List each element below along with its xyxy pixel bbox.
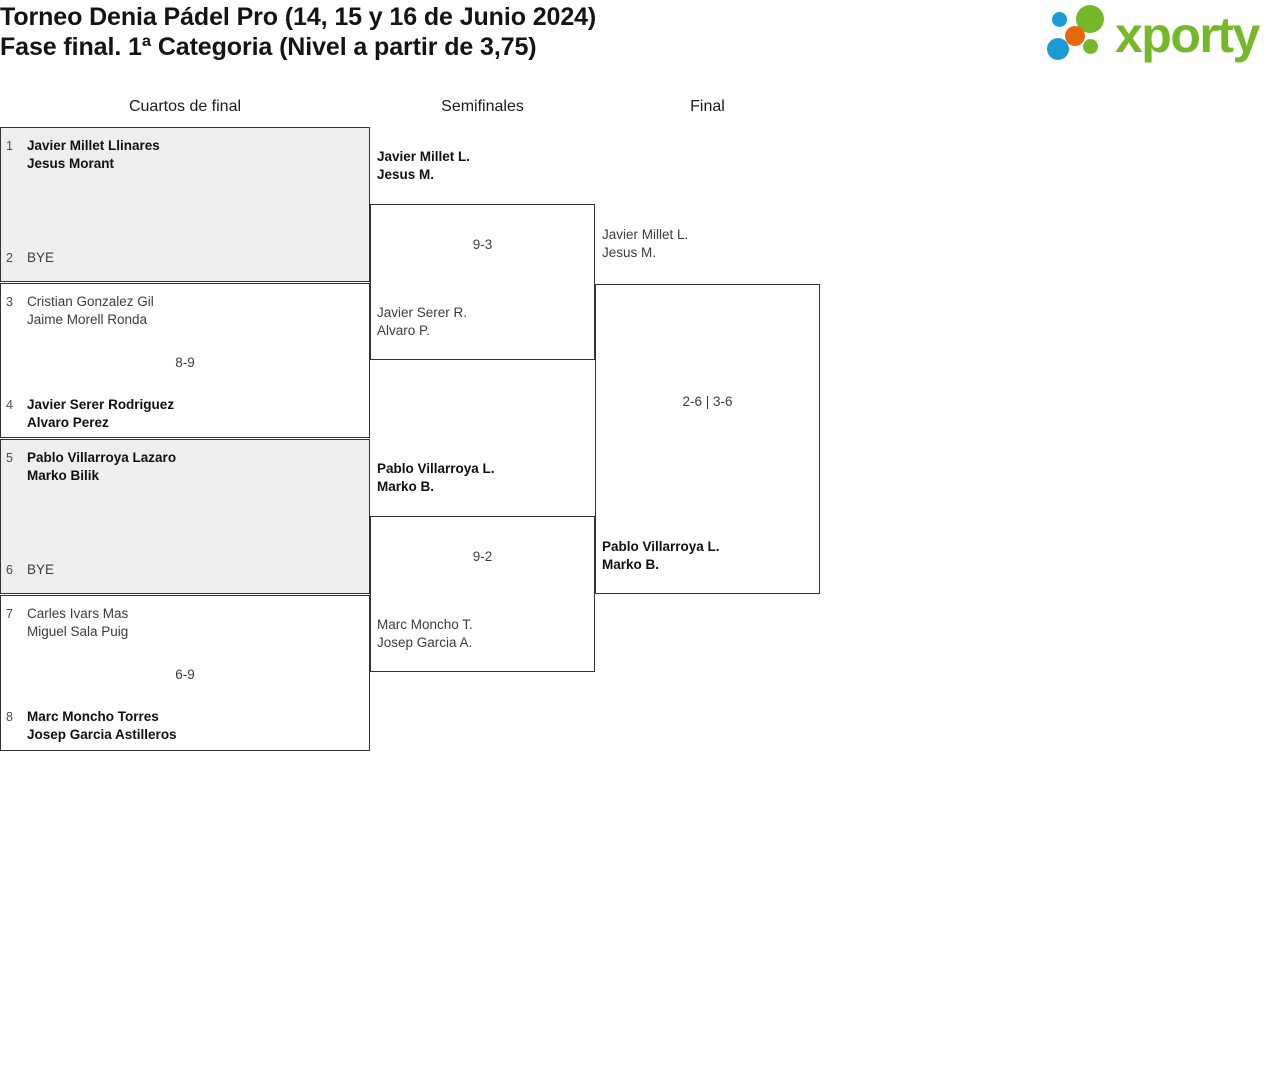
match-quarterfinal-3[interactable]: 5 Pablo Villarroya Lazaro Marko Bilik 6 … xyxy=(0,439,370,594)
player-name: Josep Garcia Astilleros xyxy=(27,727,177,742)
match-score: 9-3 xyxy=(472,237,493,252)
player-name: Javier Millet L. xyxy=(602,227,689,242)
player-name: Marc Moncho T. xyxy=(377,617,473,632)
player-name: Alvaro P. xyxy=(377,323,431,338)
player-name: Pablo Villarroya L. xyxy=(377,461,495,476)
seed-number: 7 xyxy=(6,607,13,621)
logo-dot-blue-small xyxy=(1052,12,1067,27)
round-header-final: Final xyxy=(690,98,725,115)
round-header-semifinals: Semifinales xyxy=(441,98,524,115)
match-quarterfinal-4[interactable]: 7 Carles Ivars Mas Miguel Sala Puig 6-9 … xyxy=(0,595,370,751)
match-score: 6-9 xyxy=(175,667,195,682)
player-name: Marko B. xyxy=(377,479,435,494)
match-team-top: 3 Cristian Gonzalez Gil Jaime Morell Ron… xyxy=(1,293,369,329)
match-team-top: 7 Carles Ivars Mas Miguel Sala Puig xyxy=(1,605,369,641)
match-team-top: 1 Javier Millet Llinares Jesus Morant xyxy=(1,137,369,173)
match-team-bottom: 6 BYE xyxy=(1,561,369,579)
final-team-top: Javier Millet L. Jesus M. xyxy=(602,226,688,262)
xporty-logo[interactable]: xporty xyxy=(1045,4,1275,66)
player-name: Carles Ivars Mas xyxy=(27,606,129,621)
match-score: 2-6 | 3-6 xyxy=(682,394,733,409)
match-quarterfinal-1[interactable]: 1 Javier Millet Llinares Jesus Morant 2 … xyxy=(0,127,370,282)
page-header: Torneo Denia Pádel Pro (14, 15 y 16 de J… xyxy=(0,0,1280,90)
player-name: Marko B. xyxy=(602,557,660,572)
semifinal-1-team-bottom: Javier Serer R. Alvaro P. xyxy=(377,304,467,340)
seed-number: 8 xyxy=(6,710,13,724)
final-team-bottom: Pablo Villarroya L. Marko B. xyxy=(602,538,720,574)
player-name: Cristian Gonzalez Gil xyxy=(27,294,154,309)
seed-number: 5 xyxy=(6,451,13,465)
player-name: Jaime Morell Ronda xyxy=(27,312,148,327)
match-final[interactable]: 2-6 | 3-6 xyxy=(595,284,820,594)
match-semifinal-1[interactable]: 9-3 xyxy=(370,204,595,360)
player-name: Alvaro Perez xyxy=(27,415,109,430)
player-name: Marko Bilik xyxy=(27,468,100,483)
logo-dot-green-small xyxy=(1083,39,1098,54)
title-line-2: Fase final. 1ª Categoria (Nivel a partir… xyxy=(0,33,537,61)
logo-dot-orange xyxy=(1065,26,1085,46)
match-quarterfinal-2[interactable]: 3 Cristian Gonzalez Gil Jaime Morell Ron… xyxy=(0,283,370,438)
match-score: 9-2 xyxy=(472,549,493,564)
semifinal-2-team-bottom: Marc Moncho T. Josep Garcia A. xyxy=(377,616,473,652)
title-line-1: Torneo Denia Pádel Pro (14, 15 y 16 de J… xyxy=(0,3,597,31)
player-name: Jesus M. xyxy=(377,167,435,182)
seed-number: 6 xyxy=(6,563,13,577)
player-name: BYE xyxy=(27,562,55,577)
player-name: Marc Moncho Torres xyxy=(27,709,159,724)
player-name: Javier Millet Llinares xyxy=(27,138,160,153)
player-name: Jesus M. xyxy=(602,245,657,260)
match-team-top: 5 Pablo Villarroya Lazaro Marko Bilik xyxy=(1,449,369,485)
match-team-bottom: 8 Marc Moncho Torres Josep Garcia Astill… xyxy=(1,708,369,744)
player-name: Miguel Sala Puig xyxy=(27,624,129,639)
seed-number: 3 xyxy=(6,295,13,309)
tournament-title: Torneo Denia Pádel Pro (14, 15 y 16 de J… xyxy=(0,2,900,62)
player-name: Pablo Villarroya Lazaro xyxy=(27,450,177,465)
semifinal-2-team-top: Pablo Villarroya L. Marko B. xyxy=(377,460,495,496)
player-name: Javier Millet L. xyxy=(377,149,471,164)
logo-dot-blue-large xyxy=(1047,38,1069,60)
player-name: Pablo Villarroya L. xyxy=(602,539,720,554)
player-name: Javier Serer Rodriguez xyxy=(27,397,175,412)
player-name: Josep Garcia A. xyxy=(377,635,473,650)
match-team-bottom: 4 Javier Serer Rodriguez Alvaro Perez xyxy=(1,396,369,432)
player-name: Javier Serer R. xyxy=(377,305,468,320)
match-score: 8-9 xyxy=(175,355,195,370)
seed-number: 2 xyxy=(6,251,13,265)
match-team-bottom: 2 BYE xyxy=(1,249,369,267)
logo-wordmark: xporty xyxy=(1115,7,1260,63)
player-name: BYE xyxy=(27,250,55,265)
round-header-quarterfinals: Cuartos de final xyxy=(128,98,242,115)
seed-number: 1 xyxy=(6,139,13,153)
match-semifinal-2[interactable]: 9-2 xyxy=(370,516,595,672)
semifinal-1-team-top: Javier Millet L. Jesus M. xyxy=(377,148,470,184)
logo-dots-icon xyxy=(1045,4,1117,64)
seed-number: 4 xyxy=(6,398,13,412)
player-name: Jesus Morant xyxy=(27,156,115,171)
